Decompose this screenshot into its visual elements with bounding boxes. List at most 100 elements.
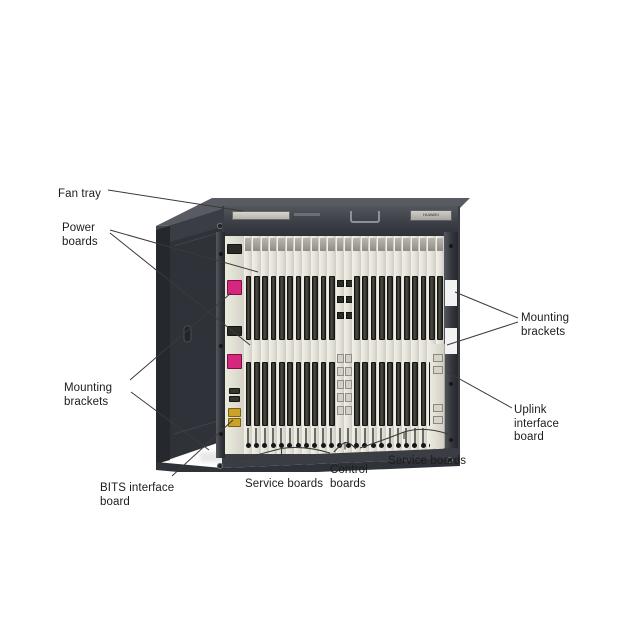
uplink-interface-board[interactable] (430, 344, 445, 448)
board-connector (245, 362, 252, 426)
bracket-hole-2 (449, 382, 453, 386)
bits-connector-yellow-2 (228, 418, 241, 427)
board-ejector-tab[interactable] (269, 238, 277, 251)
board-connector (303, 276, 310, 340)
board-ejector-stem (330, 428, 333, 444)
callout-label-fan-tray: Fan tray (58, 188, 101, 200)
control-board-indicator (345, 312, 353, 319)
board-connector (378, 362, 385, 426)
board-connector (320, 276, 327, 340)
board-ejector-tab[interactable] (294, 238, 302, 251)
board-ejector-knob[interactable] (328, 443, 334, 448)
board-ejector-tab[interactable] (361, 238, 368, 251)
power-board-column[interactable] (224, 236, 245, 454)
board-ejector-tab[interactable] (436, 238, 443, 251)
power-connector-magenta-2 (227, 354, 242, 369)
board-ejector-knob[interactable] (253, 443, 259, 448)
board-ejector-tab[interactable] (369, 238, 377, 251)
board-connector (287, 362, 293, 426)
callout-label-service-left: Service boards (245, 478, 324, 490)
bracket-hole-1 (449, 244, 453, 248)
board-connector (353, 276, 360, 340)
board-ejector-tab[interactable] (319, 238, 327, 251)
uplink-port-3 (433, 404, 443, 412)
board-ejector-tab[interactable] (419, 238, 427, 251)
mounting-bracket-left (216, 232, 225, 458)
board-connector (270, 362, 277, 426)
board-connector (437, 276, 443, 340)
board-ejector-tab[interactable] (278, 238, 285, 251)
bits-connector-1 (229, 388, 240, 394)
control-board-indicator (337, 312, 345, 319)
board-ejector-tab[interactable] (253, 238, 260, 251)
board-ejector-stem (247, 428, 250, 444)
board-ejector-knob[interactable] (287, 443, 293, 448)
fan-tray-handle[interactable] (350, 211, 380, 223)
control-board-indicator (345, 280, 353, 287)
board-ejector-knob[interactable] (270, 443, 276, 448)
bracket-left-hole-1 (218, 252, 223, 256)
board-connector (328, 276, 335, 340)
mounting-bracket-right (444, 232, 458, 458)
board-connector (362, 362, 368, 426)
board-ejector-stem (322, 428, 325, 444)
board-ejector-stem (338, 428, 341, 444)
board-connector (278, 276, 285, 340)
board-connector (395, 276, 402, 340)
board-ejector-tab[interactable] (394, 238, 402, 251)
board-connector (295, 276, 302, 340)
board-connector (362, 276, 368, 340)
board-ejector-tab[interactable] (428, 238, 435, 251)
board-ejector-tab[interactable] (378, 238, 385, 251)
board-connector (253, 276, 260, 340)
board-ejector-tab[interactable] (286, 238, 293, 251)
board-connector (262, 362, 268, 426)
vendor-logo-badge: HUAWEI (410, 210, 452, 221)
board-connector (428, 276, 435, 340)
board-connector (328, 362, 335, 426)
board-ejector-stem (263, 428, 266, 444)
control-board-indicator (345, 296, 353, 303)
fan-tray: HUAWEI (224, 206, 458, 237)
board-ejector-knob[interactable] (320, 443, 326, 448)
board-ejector-knob[interactable] (245, 443, 251, 448)
board-ejector-tab[interactable] (244, 238, 252, 251)
board-ejector-knob[interactable] (262, 443, 268, 448)
board-connector (370, 362, 377, 426)
bits-connector-yellow-1 (228, 408, 241, 417)
callout-label-control-boards: Control boards (330, 464, 368, 490)
board-connector (403, 362, 410, 426)
callout-label-mounting-right: Mounting brackets (521, 312, 570, 338)
board-ejector-knob[interactable] (353, 443, 359, 448)
board-connector (270, 276, 277, 340)
board-connector (287, 276, 293, 340)
board-connector (378, 276, 385, 340)
board-ejector-knob[interactable] (303, 443, 309, 448)
board-ejector-tab[interactable] (403, 238, 410, 251)
board-ejector-knob[interactable] (278, 443, 284, 448)
board-ejector-tab[interactable] (328, 238, 335, 251)
board-ejector-tab[interactable] (386, 238, 393, 251)
board-ejector-tab[interactable] (411, 238, 418, 251)
board-ejector-tab[interactable] (303, 238, 310, 251)
bracket-hole-3 (449, 438, 453, 442)
board-ejector-tab[interactable] (353, 238, 360, 251)
fan-tray-vent (232, 211, 290, 220)
bracket-slot-top (445, 280, 457, 306)
board-ejector-tab[interactable] (311, 238, 318, 251)
bracket-slot-mid (445, 328, 457, 354)
board-connector (312, 362, 318, 426)
board-ejector-knob[interactable] (295, 443, 301, 448)
board-ejector-knob[interactable] (312, 443, 318, 448)
board-ejector-tab[interactable] (344, 238, 352, 251)
board-ejector-stem (355, 428, 358, 444)
board-ejector-tab[interactable] (261, 238, 268, 251)
board-connector (387, 362, 393, 426)
bracket-left-hole-2 (218, 344, 223, 348)
board-ejector-tab[interactable] (336, 238, 343, 251)
board-connector (303, 362, 310, 426)
control-board-slot (345, 406, 353, 415)
board-ejector-stem (305, 428, 308, 444)
control-board-indicator (337, 280, 345, 287)
